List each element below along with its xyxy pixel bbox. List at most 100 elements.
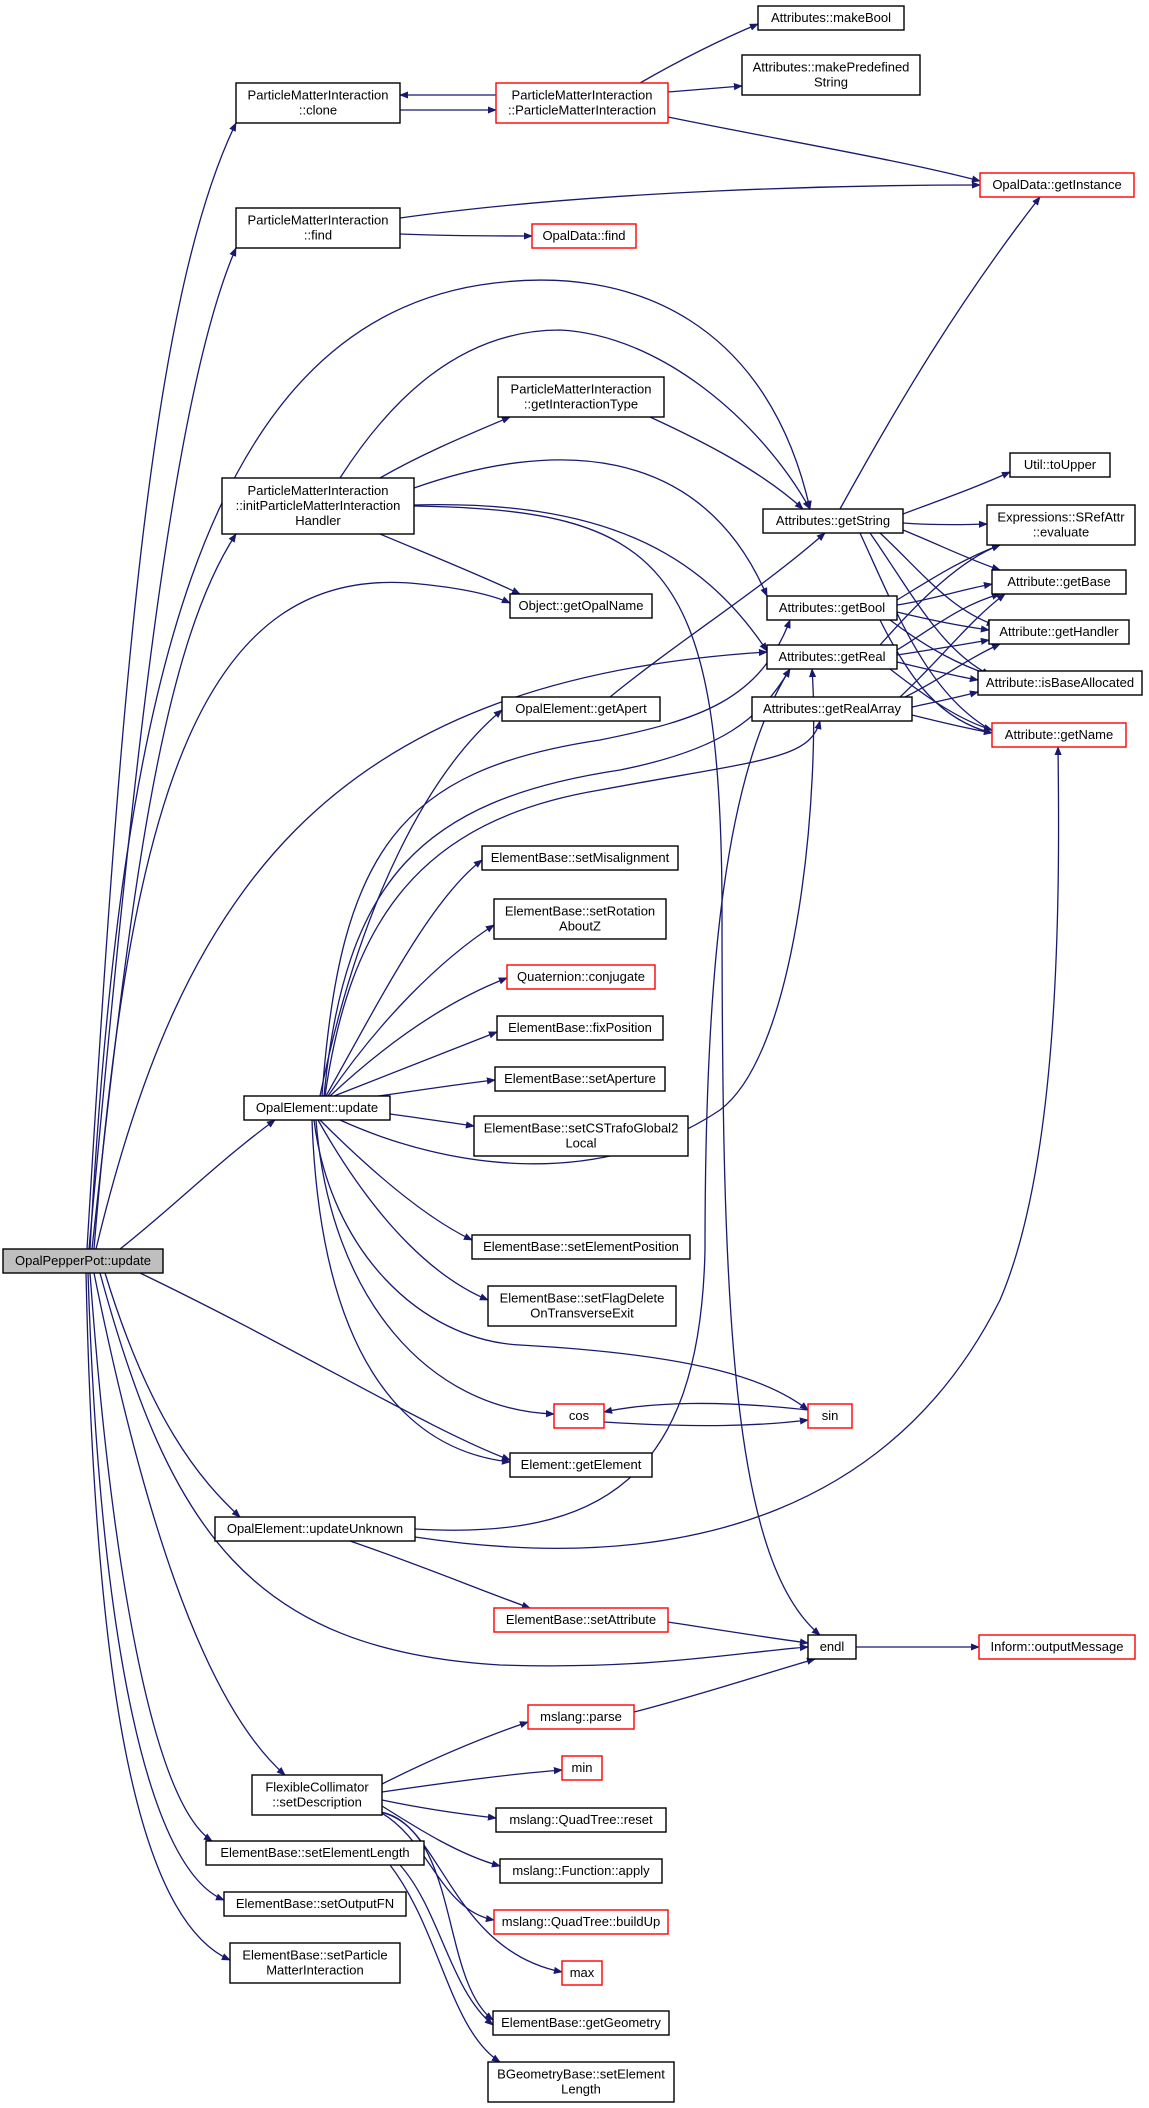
node-box [497,376,665,418]
node-root[interactable]: OpalPepperPot::update [2,1248,164,1274]
node-label-line: ::find [304,228,332,243]
node-label-line: endl [820,1639,845,1654]
node-label-line: mslang::QuadTree::reset [509,1812,653,1827]
node-box [496,1015,664,1041]
node-cos[interactable]: cos [553,1403,605,1429]
node-sin[interactable]: sin [807,1403,853,1429]
node-obj-getopalname[interactable]: Object::getOpalName [509,593,653,619]
node-ms-fn-apply[interactable]: mslang::Function::apply [499,1858,663,1884]
node-oe-updateunknown[interactable]: OpalElement::updateUnknown [214,1516,416,1542]
node-label-line: ::setDescription [272,1795,362,1810]
node-attrs-getreal[interactable]: Attributes::getReal [766,644,898,670]
node-label-line: ParticleMatterInteraction [512,88,653,103]
node-box [495,1807,667,1833]
node-max[interactable]: max [561,1960,603,1986]
call-edge-pmi_ctor-to-make_predef [667,83,743,93]
node-quat-conj[interactable]: Quaternion::conjugate [506,964,656,990]
node-ms-qt-reset[interactable]: mslang::QuadTree::reset [495,1807,667,1833]
node-ms-qt-buildup[interactable]: mslang::QuadTree::buildUp [493,1909,669,1935]
call-edge-fc_setdesc-to-ms_qt_reset [381,1799,497,1821]
node-opal-find[interactable]: OpalData::find [531,223,637,249]
node-eb-setpmi[interactable]: ElementBase::setParticleMatterInteractio… [229,1942,401,1984]
node-box [766,595,898,621]
node-pmi-gettype[interactable]: ParticleMatterInteraction::getInteractio… [497,376,665,418]
node-box [561,1960,603,1986]
node-eb-getgeom[interactable]: ElementBase::getGeometry [492,2010,670,2036]
call-edge-root-to-fc_setdesc [93,1272,286,1776]
call-edge-pmi_ctor-to-opal_instance [667,116,981,183]
node-make-bool[interactable]: Attributes::makeBool [757,5,905,31]
node-util-upper[interactable]: Util::toUpper [1009,452,1111,478]
node-box [221,477,415,535]
node-box [214,1516,416,1542]
node-eb-setoutfn[interactable]: ElementBase::setOutputFN [223,1891,407,1917]
node-label-line: ElementBase::setRotation [505,904,655,919]
node-attrs-getrealarray[interactable]: Attributes::getRealArray [751,696,913,722]
call-edge-sin-to-cos [603,1402,809,1414]
call-edge-root-to-pmi_clone [86,122,237,1250]
call-edge-attrs_getstring-to-attr_isbase [869,532,991,676]
call-edge-attrs_getbool-to-attr_getbase [896,581,993,606]
node-oe-getapert[interactable]: OpalElement::getApert [501,696,661,722]
node-label-line: ::evaluate [1033,525,1089,540]
node-attrs-getbool[interactable]: Attributes::getBool [766,595,898,621]
node-opal-instance[interactable]: OpalData::getInstance [979,172,1135,198]
call-edge-eb_setellen-to-eb_getgeom [399,1864,494,2026]
call-edge-attrs_getstring-to-attr_getbase [902,529,1001,571]
node-pmi-ctor[interactable]: ParticleMatterInteraction::ParticleMatte… [495,82,669,124]
call-edge-oe_update-to-attrs_getbool [321,619,791,1097]
call-edge-attrs_getstring-to-util_upper [902,471,1011,515]
node-eb-setellen[interactable]: ElementBase::setElementLength [205,1840,425,1866]
node-ms-parse[interactable]: mslang::parse [527,1704,635,1730]
node-attrs-getstring[interactable]: Attributes::getString [762,508,904,534]
node-eb-setmisalign[interactable]: ElementBase::setMisalignment [481,845,679,871]
node-attr-getbase[interactable]: Attribute::getBase [991,569,1127,595]
call-edge-oe_update-to-attrs_getrealarray [324,720,822,1097]
node-label-line: OpalElement::update [256,1100,378,1115]
node-fc-setdesc[interactable]: FlexibleCollimator::setDescription [251,1774,383,1816]
node-pmi-clone[interactable]: ParticleMatterInteraction::clone [235,82,401,124]
node-box [991,722,1127,748]
node-eb-setattr[interactable]: ElementBase::setAttribute [493,1607,669,1633]
call-edge-pmi_find-to-opal_find [399,232,533,240]
node-label-line: Element::getElement [521,1457,642,1472]
call-edge-eb_setattr-to-endl [667,1621,809,1646]
call-edge-root-to-pmi_find [88,247,237,1250]
node-box [986,504,1136,546]
node-box [481,845,679,871]
call-edge-root-to-eb_setoutfn [87,1272,225,1901]
call-edge-root-to-attrs_getreal [95,648,768,1250]
node-pmi-init[interactable]: ParticleMatterInteraction::initParticleM… [221,477,415,535]
node-box [506,964,656,990]
node-eb-fixpos[interactable]: ElementBase::fixPosition [496,1015,664,1041]
node-endl[interactable]: endl [807,1634,857,1660]
call-edge-oe_update-to-attrs_getreal [339,668,817,1165]
node-oe-update[interactable]: OpalElement::update [243,1095,391,1121]
call-edge-attrs_getrealarray-to-attr_isbase [911,690,979,708]
node-eb-setelpos[interactable]: ElementBase::setElementPosition [471,1234,691,1260]
node-label-line: ElementBase::setOutputFN [236,1896,394,1911]
node-el-getelement[interactable]: Element::getElement [509,1452,653,1478]
node-attr-gethandler[interactable]: Attribute::getHandler [988,619,1130,645]
call-edge-oe_getapert-to-attrs_getstring [609,532,826,698]
call-edge-root-to-pmi_init [91,533,237,1250]
node-label-line: Util::toUpper [1024,457,1097,472]
call-edge-pmi_init-to-pmi_gettype [379,416,511,479]
node-eb-setaperture[interactable]: ElementBase::setAperture [494,1066,666,1092]
node-expr-eval[interactable]: Expressions::SRefAttr::evaluate [986,504,1136,546]
node-eb-setflag[interactable]: ElementBase::setFlagDeleteOnTransverseEx… [487,1285,677,1327]
node-label-line: max [570,1965,595,1980]
node-attr-isbase[interactable]: Attribute::isBaseAllocated [977,670,1143,696]
node-bgb-setellen[interactable]: BGeometryBase::setElementLength [487,2061,675,2103]
call-edge-attrs_getreal-to-attr_gethandler [896,637,990,656]
node-min[interactable]: min [561,1755,603,1781]
node-label-line: Local [565,1136,596,1151]
node-pmi-find[interactable]: ParticleMatterInteraction::find [235,207,401,249]
node-attr-getname[interactable]: Attribute::getName [991,722,1127,748]
node-inform-out[interactable]: Inform::outputMessage [978,1634,1136,1660]
call-edge-fc_setdesc-to-min [381,1767,563,1793]
